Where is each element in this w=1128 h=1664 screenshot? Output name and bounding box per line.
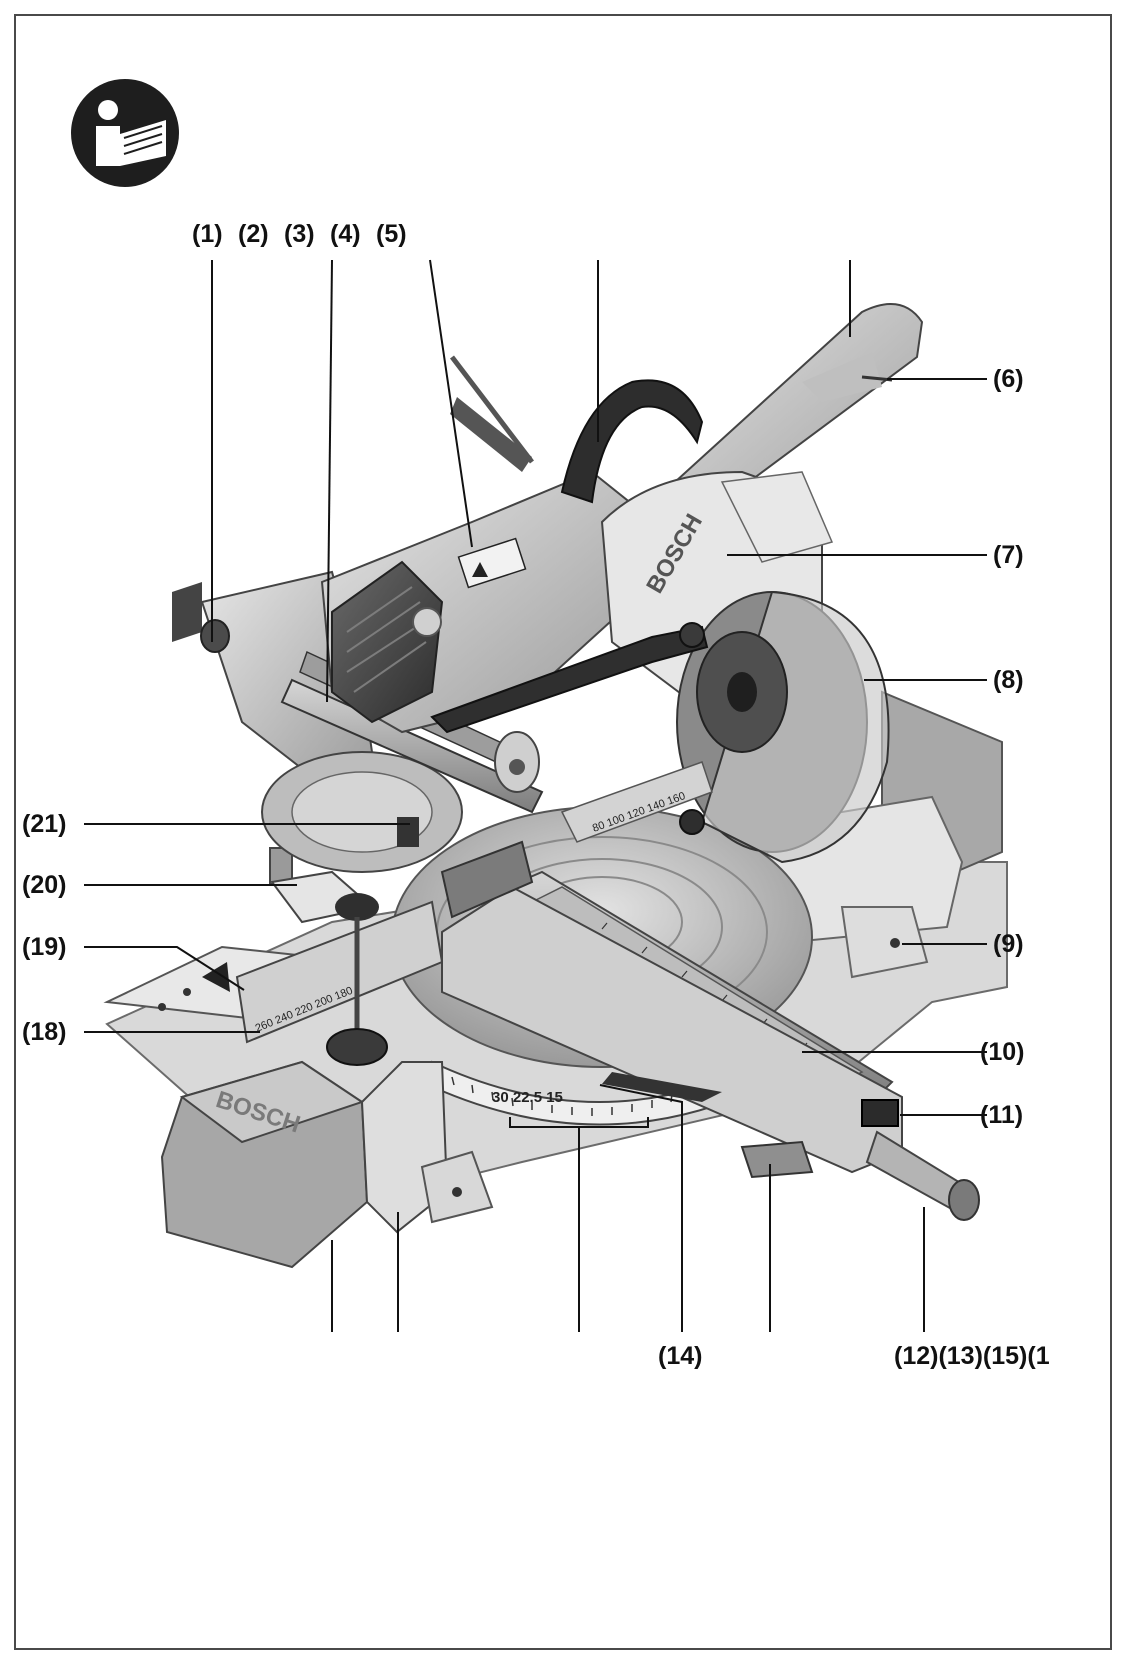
motor-vent-cap <box>331 560 444 724</box>
callout-9: (9) <box>993 930 1024 958</box>
callout-11: (11) <box>980 1101 1024 1129</box>
bevel-lock-lever <box>397 817 419 847</box>
guard-linkage <box>430 625 709 734</box>
diagram-frame: 30 22.5 15 BOSCH 260 240 220 200 180 <box>14 14 1112 1650</box>
callout-5: (5) <box>376 220 407 248</box>
callout-7: (7) <box>993 541 1024 569</box>
callout-6: (6) <box>993 365 1024 393</box>
lock-button <box>861 1099 899 1127</box>
callout-18: (18) <box>22 1018 67 1046</box>
mitre-scale-text: 30 22.5 15 <box>492 1089 563 1106</box>
callout-4: (4) <box>330 220 361 248</box>
callout-14: (14) <box>658 1342 703 1370</box>
pendulum-guard <box>700 590 890 864</box>
callout-19: (19) <box>22 933 67 961</box>
slide-rail <box>280 678 544 814</box>
callout-20: (20) <box>22 871 67 899</box>
mitre-saw-illustration: 30 22.5 15 BOSCH 260 240 220 200 180 <box>84 259 1008 1332</box>
callout-10: (10) <box>980 1038 1025 1066</box>
callout-3: (3) <box>284 220 315 248</box>
callout-21: (21) <box>22 810 67 838</box>
callout-12-13-15-16: (12)(13)(15)(1 <box>894 1342 1050 1370</box>
locking-handle <box>740 1140 814 1179</box>
callout-2: (2) <box>238 220 269 248</box>
bevel-knob <box>200 619 230 653</box>
callout-8: (8) <box>993 666 1024 694</box>
callout-1: (1) <box>192 220 223 248</box>
mounting-hole-foot <box>840 906 929 979</box>
